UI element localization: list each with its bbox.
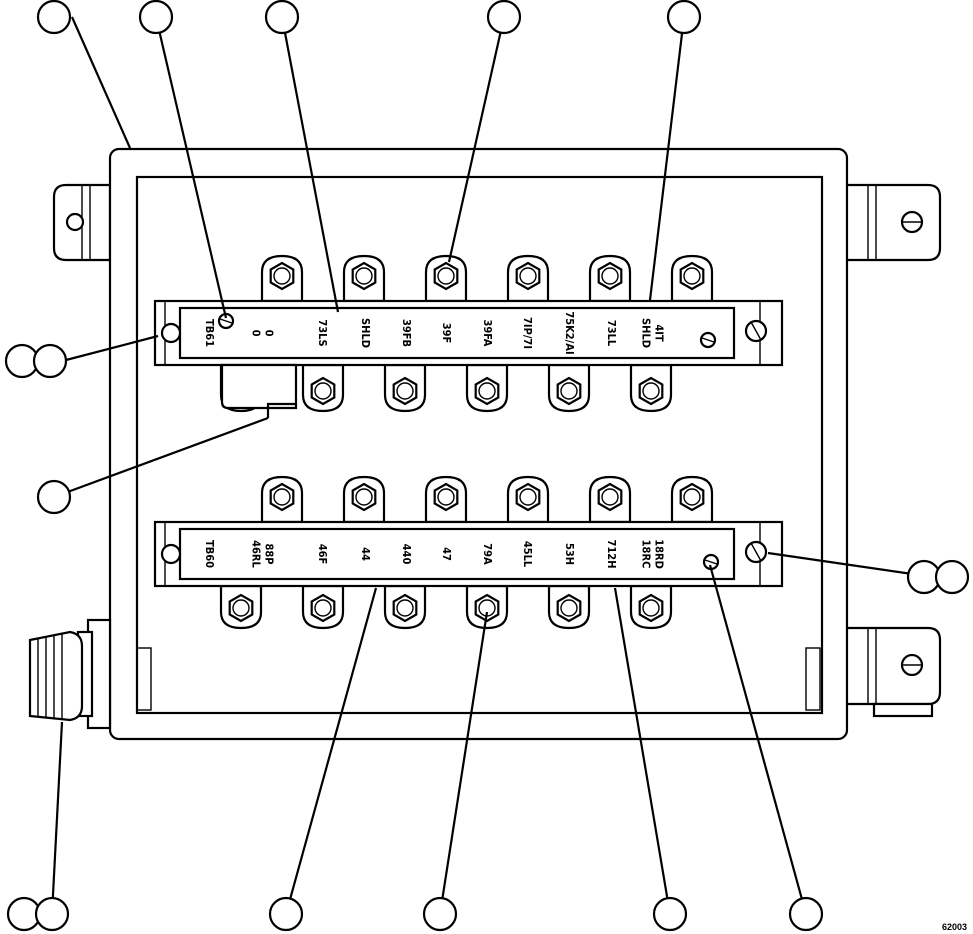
terminal-label: 79A: [481, 543, 494, 565]
terminal-stud: [670, 254, 714, 303]
terminal-stud: [465, 584, 509, 630]
strip-body: [153, 299, 784, 367]
terminal-label: 47: [440, 547, 453, 561]
terminal-stud: [670, 475, 714, 524]
terminal-stud: [547, 584, 591, 630]
callout-bubble: [652, 896, 688, 932]
terminal-stud: [547, 363, 591, 413]
terminal-label: 39F: [440, 323, 453, 344]
terminal-label: 46F: [316, 544, 329, 565]
callout-bubble: [666, 0, 702, 35]
terminal-label: 7IP/7I: [521, 317, 534, 349]
terminal-label: 44: [359, 547, 372, 561]
callout-bubble: [268, 896, 304, 932]
terminal-label: 0: [263, 330, 276, 337]
terminal-label: 73LL: [605, 320, 618, 347]
terminal-stud: [383, 363, 427, 413]
terminal-label: 39FB: [400, 319, 413, 347]
terminal-label: 45LL: [521, 541, 534, 568]
strip-name: TB60: [203, 540, 216, 568]
figure-code: 62003: [942, 922, 967, 932]
terminal-stud: [219, 584, 263, 630]
terminal-label: 18RD: [653, 539, 666, 569]
callout-leaders: [50, 16, 927, 915]
terminal-label: 73LS: [316, 319, 329, 346]
terminal-stud: [383, 584, 427, 630]
terminal-stud: [588, 475, 632, 524]
terminal-stud: [465, 363, 509, 413]
terminal-label: SHLD: [640, 318, 653, 348]
terminal-stud: [629, 584, 673, 630]
terminal-stud: [260, 475, 304, 524]
terminal-label: 0: [250, 330, 263, 337]
terminal-stud: [342, 475, 386, 524]
callout-bubbles: [4, 0, 970, 932]
ground-lug: [220, 363, 298, 410]
strip-name: TB61: [203, 319, 216, 347]
enclosure-outer: [108, 147, 849, 741]
cable-connector: [28, 618, 112, 730]
callout-bubble: [138, 0, 174, 35]
terminal-label: 440: [400, 544, 413, 565]
callout-bubble: [36, 0, 72, 35]
callout-bubble: [788, 896, 824, 932]
callout-bubble: [264, 0, 300, 35]
enclosure-inner: [135, 175, 824, 715]
terminal-label: 46RL: [250, 540, 263, 568]
terminal-stud: [301, 584, 345, 630]
callout-bubble: [486, 0, 522, 35]
terminal-label: 18RC: [640, 540, 653, 569]
mount-tab-bottom-right: [844, 626, 942, 718]
strip-body: [153, 520, 784, 588]
mount-tab-top-left: [52, 183, 112, 262]
terminal-stud: [424, 475, 468, 524]
mount-tab-top-right: [844, 183, 942, 262]
terminal-stud: [588, 254, 632, 303]
terminal-label: 53H: [563, 543, 576, 565]
callout-bubble: [36, 479, 72, 515]
terminal-label: 39FA: [481, 320, 494, 347]
terminal-label: 4IT: [653, 324, 666, 342]
terminal-stud: [506, 254, 550, 303]
terminal-stud: [506, 475, 550, 524]
terminal-label: 88P: [263, 543, 276, 564]
callout-bubble: [934, 559, 970, 595]
callout-bubble: [34, 896, 70, 932]
terminal-stud: [342, 254, 386, 303]
callout-bubble: [422, 896, 458, 932]
terminal-stud: [301, 363, 345, 413]
terminal-stud: [424, 254, 468, 303]
terminal-label: SHLD: [359, 318, 372, 348]
terminal-stud: [260, 254, 304, 303]
terminal-label: 75K2/AI: [563, 311, 576, 354]
terminal-label: 712H: [605, 540, 618, 569]
callout-bubble: [32, 343, 68, 379]
terminal-stud: [629, 363, 673, 413]
